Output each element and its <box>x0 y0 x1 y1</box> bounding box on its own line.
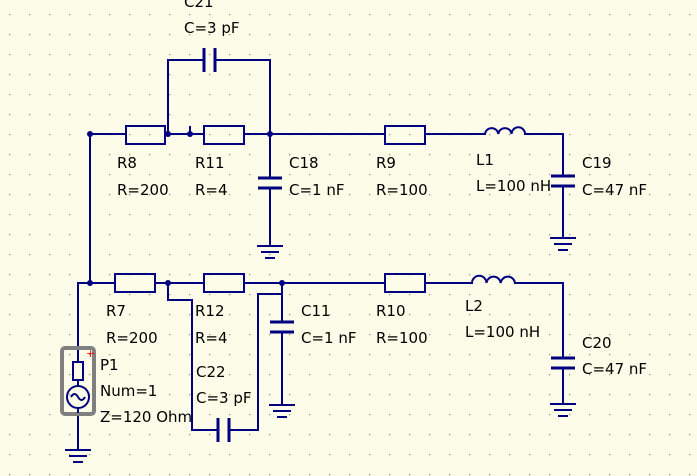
p1-positive-pin-mark: + <box>86 347 95 360</box>
resistor-r7-symbol[interactable] <box>114 273 156 293</box>
resistor-r11-symbol[interactable] <box>203 125 245 145</box>
inductor-l2-symbol[interactable] <box>471 274 516 284</box>
c20-value-label: C=47 nF <box>582 360 647 378</box>
c18-value-label: C=1 nF <box>289 181 345 199</box>
junction-dots <box>87 131 285 286</box>
ground-symbol-c19 <box>550 237 576 251</box>
capacitor-c20-symbol[interactable] <box>551 356 575 370</box>
ground-symbol-c11 <box>269 404 295 418</box>
ground-symbol-p1 <box>65 449 91 463</box>
c21-value-label: C=3 pF <box>184 19 240 37</box>
p1-num-label: Num=1 <box>100 382 157 400</box>
c21-name-label: C21 <box>184 0 214 11</box>
p1-name-label: P1 <box>100 356 119 374</box>
c11-name-label: C11 <box>301 302 331 320</box>
capacitor-c21-symbol[interactable] <box>202 48 217 72</box>
r12-value-label: R=4 <box>195 329 228 347</box>
l2-name-label: L2 <box>465 297 483 315</box>
r10-value-label: R=100 <box>376 329 428 347</box>
c11-value-label: C=1 nF <box>301 329 357 347</box>
resistor-r10-symbol[interactable] <box>384 273 426 293</box>
r11-name-label: R11 <box>195 154 225 172</box>
c19-name-label: C19 <box>582 154 612 172</box>
l1-name-label: L1 <box>476 151 494 169</box>
r9-name-label: R9 <box>376 154 396 172</box>
resistor-r9-symbol[interactable] <box>384 125 426 145</box>
r12-name-label: R12 <box>195 302 225 320</box>
r10-name-label: R10 <box>376 302 406 320</box>
capacitor-c18-symbol[interactable] <box>258 176 282 190</box>
port-p1-symbol[interactable] <box>60 346 96 416</box>
l1-value-label: L=100 nH <box>476 177 551 195</box>
r9-value-label: R=100 <box>376 181 428 199</box>
capacitor-c22-symbol[interactable] <box>216 418 231 442</box>
resistor-r8-symbol[interactable] <box>125 125 166 145</box>
c19-value-label: C=47 nF <box>582 181 647 199</box>
c18-name-label: C18 <box>289 154 319 172</box>
r11-value-label: R=4 <box>195 181 228 199</box>
p1-impedance-label: Z=120 Ohm <box>100 408 192 426</box>
c20-name-label: C20 <box>582 334 612 352</box>
capacitor-c11-symbol[interactable] <box>270 320 294 334</box>
bottom-branch-wires[interactable] <box>77 133 564 451</box>
c22-name-label: C22 <box>196 363 226 381</box>
resistor-r12-symbol[interactable] <box>203 273 245 293</box>
ground-symbol-c18 <box>257 245 283 259</box>
r7-value-label: R=200 <box>106 329 158 347</box>
r8-name-label: R8 <box>117 154 137 172</box>
ground-symbol-c20 <box>550 403 576 417</box>
c22-value-label: C=3 pF <box>196 389 252 407</box>
r8-value-label: R=200 <box>117 181 169 199</box>
l2-value-label: L=100 nH <box>465 323 540 341</box>
r7-name-label: R7 <box>106 302 126 320</box>
inductor-l1-symbol[interactable] <box>484 126 526 135</box>
capacitor-c19-symbol[interactable] <box>551 174 575 188</box>
